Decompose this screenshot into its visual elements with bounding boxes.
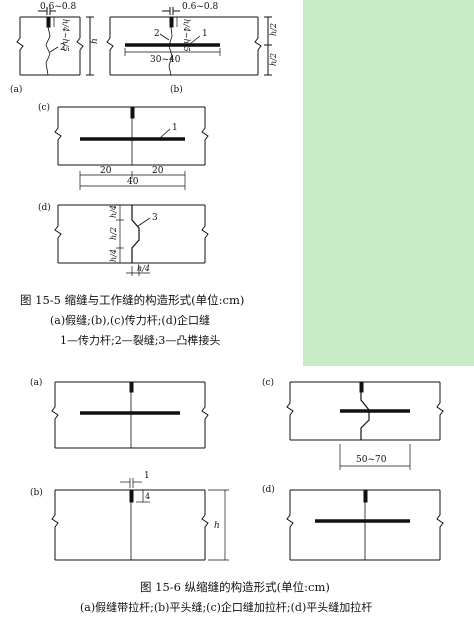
- fig155-c-dim-20-left: 20: [100, 166, 112, 176]
- fig155-a-slab: [16, 7, 94, 76]
- fig156-b-depth: 4: [145, 492, 150, 501]
- fig156-title: 图 15-6 纵缩缝的构造形式(单位:cm): [140, 580, 330, 594]
- fig156-d-slab: [286, 489, 444, 561]
- fig155-d-joint-number: 3: [152, 213, 158, 223]
- fig156-b-gap: 1: [144, 471, 150, 481]
- fig155-d-slab: [54, 204, 209, 276]
- fig155-c-dim-40: 40: [127, 177, 139, 187]
- fig155-d-label: (d): [38, 202, 51, 213]
- fig155-b-h2-bottom: h/2: [269, 53, 278, 66]
- fig155-a-crack-number: 2: [60, 43, 66, 53]
- fig155-d-h4-width: h/4: [137, 264, 150, 273]
- fig155-b-label: (b): [170, 84, 183, 95]
- fig155-b-dowel-length: 30~40: [150, 55, 181, 65]
- fig155-d-h2: h/2: [109, 227, 118, 240]
- fig156-b-h: h: [214, 521, 220, 531]
- green-background-panel: [303, 0, 474, 366]
- fig156-d-label: (d): [262, 484, 275, 495]
- fig155-caption-line1: (a)假缝;(b),(c)传力杆;(d)企口缝: [50, 314, 211, 327]
- fig155-a-h: h: [90, 38, 100, 44]
- fig156-a-label: (a): [30, 377, 42, 388]
- fig155-c-dowel-number: 1: [172, 123, 178, 133]
- fig156-c-slab: [286, 381, 444, 470]
- fig155-b-depth: h/4~h/5: [182, 19, 191, 52]
- fig156-c-dim: 50~70: [356, 455, 387, 465]
- fig155-b-crack-number: 2: [154, 29, 160, 39]
- fig155-c-dim-20-right: 20: [152, 166, 164, 176]
- fig155-caption-line2: 1—传力杆;2—裂缝;3—凸榫接头: [60, 334, 221, 347]
- fig155-a-depth: h/4~h/5: [61, 19, 70, 52]
- fig155-title: 图 15-5 缩缝与工作缝的构造形式(单位:cm): [20, 293, 245, 307]
- fig155-a-gap: 0.6~0.8: [40, 2, 76, 12]
- fig155-b-dowel-number: 1: [202, 29, 208, 39]
- fig155-a-label: (a): [10, 84, 22, 95]
- fig155-c-label: (c): [38, 102, 50, 113]
- fig155-b-gap: 0.6~0.8: [182, 2, 218, 12]
- fig156-subtitle: (a)假缝带拉杆;(b)平头缝;(c)企口缝加拉杆;(d)平头缝加拉杆: [80, 601, 373, 614]
- fig156-c-label: (c): [262, 377, 274, 388]
- fig155-d-h4-top: h/4: [109, 205, 118, 218]
- fig155-d-h4-bottom: h/4: [109, 249, 118, 262]
- fig156-b-slab: [51, 478, 229, 561]
- fig155-b-h2-top: h/2: [269, 23, 278, 36]
- fig155-c-slab: [54, 106, 209, 190]
- fig156-b-label: (b): [30, 487, 43, 498]
- fig156-a-slab: [51, 381, 209, 449]
- fig155-b-slab: [106, 7, 272, 76]
